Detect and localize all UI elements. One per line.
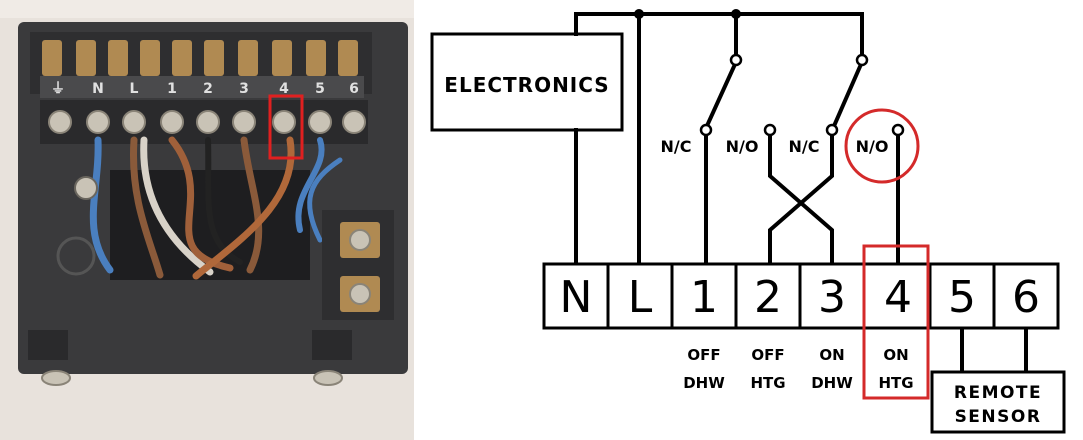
function-1-line2: DHW [683,374,725,392]
contact-nc-1 [699,123,713,137]
side-screw-upper [349,229,371,251]
terminal-6: 6 [1012,272,1040,323]
function-3-line2: DHW [811,374,853,392]
photo-label-1: 1 [167,81,177,97]
contact-label-no-2: N/O [856,137,889,156]
wire-top-bus [574,12,864,36]
contact-points [699,53,905,137]
function-3-line1: ON [819,346,844,364]
bottom-screw-left [41,370,71,386]
bottom-screw-right [313,370,343,386]
remote-sensor-line1: REMOTE [954,383,1042,403]
terminal-screws [48,110,366,134]
contact-no-2 [891,123,905,137]
contact-nc-2 [825,123,839,137]
function-2-line1: OFF [751,346,784,364]
terminal-1: 1 [690,272,718,323]
function-1-line1: OFF [687,346,720,364]
terminal-label-strip [40,76,364,98]
junction-dot-switch1 [731,9,741,19]
terminal-l: L [628,272,653,323]
photo-label-4: 4 [279,81,289,97]
function-labels: OFF DHW OFF HTG ON DHW ON HTG [683,346,913,392]
wiring-diagram-drawing: ELECTRONICS [430,9,1066,434]
terminal-4: 4 [884,272,912,323]
terminal-n: N [560,272,593,323]
terminal-labels: N L 1 2 3 4 5 6 [560,272,1040,323]
bottom-tab-left [28,330,68,360]
mounting-screw [74,176,98,200]
contact-no-1 [763,123,777,137]
photo-label-6: 6 [349,81,359,97]
side-screw-lower [349,283,371,305]
switch2-arm [831,59,865,129]
contact-label-nc-2: N/C [789,137,820,156]
switch1-arm [703,59,739,131]
photo-label-2: 2 [203,81,213,97]
remote-sensor-line2: SENSOR [955,407,1042,427]
photo-terminal-4-highlight [268,94,304,160]
electronics-label: ELECTRONICS [444,73,609,97]
function-4-line2: HTG [878,374,913,392]
brass-clips [42,40,358,76]
wiring-diagram: ELECTRONICS [414,0,1083,440]
switch2-pivot [855,53,869,67]
remote-sensor-box [930,370,1066,434]
switch1-pivot [729,53,743,67]
photo-label-3: 3 [239,81,249,97]
electronics-box [430,32,624,132]
photo-terminal-labels: ⏚ N L 1 2 3 4 5 6 [51,81,359,97]
terminal-3: 3 [818,272,846,323]
photo-label-earth: ⏚ [51,81,65,97]
wires [89,136,343,280]
terminal-4-highlight [862,244,930,400]
terminal-5: 5 [948,272,976,323]
wiring-photo: ⏚ N L 1 2 3 4 5 6 [0,0,414,440]
contact-labels: N/C N/O N/C N/O [661,137,889,156]
embossed-mark [56,236,96,276]
bottom-tab-right [312,330,352,360]
contact-label-no-1: N/O [726,137,759,156]
function-2-line2: HTG [750,374,785,392]
contact-label-nc-1: N/C [661,137,692,156]
photo-label-5: 5 [315,81,325,97]
terminal-2: 2 [754,272,782,323]
wall-top [0,0,414,18]
junction-dot-l [634,9,644,19]
function-4-line1: ON [883,346,908,364]
photo-label-n: N [92,81,104,97]
photo-label-l: L [130,81,139,97]
wiring-photo-drawing: ⏚ N L 1 2 3 4 5 6 [0,0,414,440]
wire-cross-b [768,132,834,266]
no-contact-highlight [844,108,920,184]
terminal-strip [542,262,1060,330]
wiring-lines [574,12,1028,374]
